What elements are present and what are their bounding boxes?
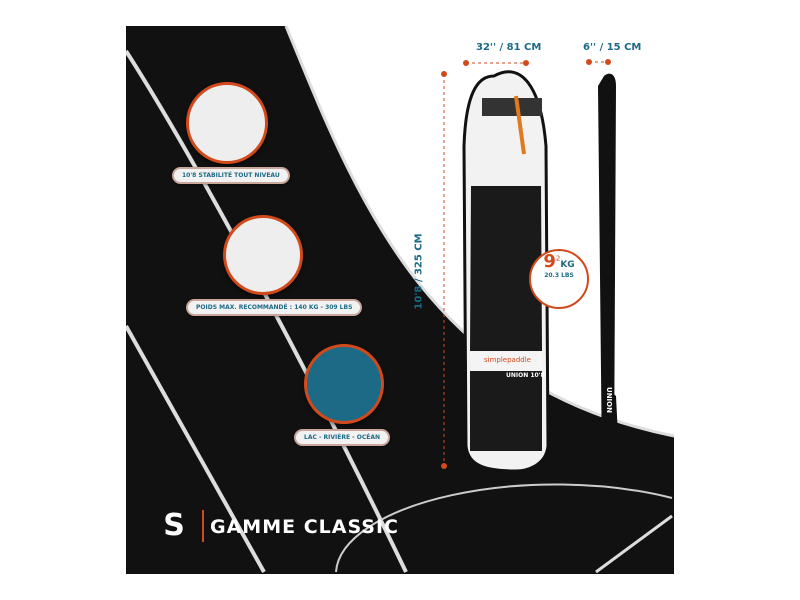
background-graphic xyxy=(126,26,674,574)
length-dimension: 10'8 / 325 CM xyxy=(413,233,425,310)
weight-kg: 9 xyxy=(543,251,556,272)
board-brand: simplepaddle xyxy=(484,356,531,364)
gauge-icon xyxy=(223,215,303,295)
width-dimension: 32'' / 81 CM xyxy=(476,42,542,53)
balance-person-icon xyxy=(186,82,268,164)
feature-label-water-types: LAC - RIVIÈRE - OCÉAN xyxy=(294,429,391,446)
side-model: UNION xyxy=(604,387,613,413)
weight-badge: 92KG 20.3 LBS xyxy=(529,249,589,309)
weight-kg-decimal: 2 xyxy=(555,254,561,263)
board-model: UNION 10'8 xyxy=(506,372,545,379)
board-side xyxy=(598,73,616,476)
feature-label-max-weight: POIDS MAX. RECOMMANDÉ : 140 KG - 309 LBS xyxy=(186,299,363,316)
range-title: GAMME CLASSIC xyxy=(210,516,399,538)
weight-lbs: 20.3 LBS xyxy=(544,272,574,279)
product-banner: 10'8 STABILITÉ TOUT NIVEAU POIDS MAX. RE… xyxy=(126,26,674,574)
paddler-icon xyxy=(304,344,384,424)
weight-unit: KG xyxy=(560,260,575,270)
thickness-dimension: 6'' / 15 CM xyxy=(583,42,642,53)
brand-logo: S xyxy=(158,510,204,542)
feature-label-stability: 10'8 STABILITÉ TOUT NIVEAU xyxy=(172,167,290,184)
